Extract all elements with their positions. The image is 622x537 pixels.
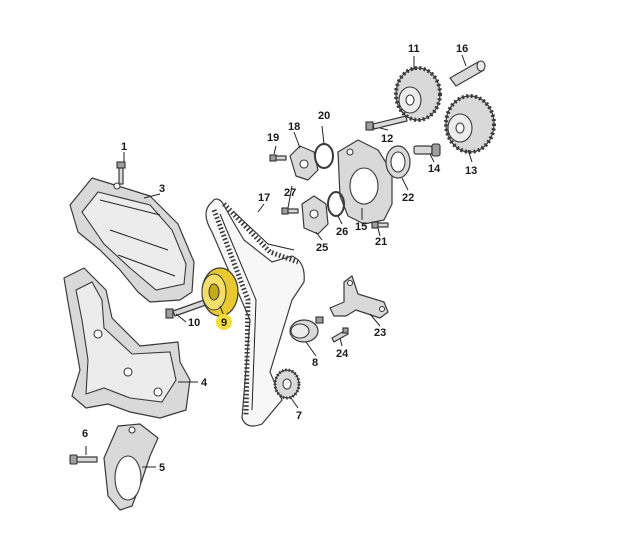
callout-12: 12 — [381, 133, 393, 145]
callout-13: 13 — [465, 165, 477, 177]
tensioner-roller — [201, 267, 239, 317]
callout-26: 26 — [336, 226, 348, 238]
o-ring-20 — [314, 143, 334, 169]
callout-17: 17 — [258, 192, 270, 204]
callout-23: 23 — [374, 327, 386, 339]
callout-25: 25 — [316, 242, 328, 254]
callout-4: 4 — [201, 377, 208, 389]
callout-8: 8 — [312, 357, 318, 369]
callout-labels: 3 1 4 5 6 7 8 9 10 11 12 13 14 15 16 17 … — [82, 43, 477, 474]
bolt-19 — [269, 154, 287, 162]
dowel-pin — [449, 60, 486, 87]
tensioner-bracket — [329, 275, 389, 319]
oil-seal-22 — [385, 145, 411, 179]
callout-7: 7 — [296, 410, 302, 422]
callout-1: 3 — [159, 183, 165, 195]
lower-timing-cover — [63, 267, 191, 419]
bolt-12 — [365, 115, 408, 131]
callout-10: 10 — [188, 317, 200, 329]
idler-roller — [289, 316, 324, 343]
callout-19: 19 — [267, 132, 279, 144]
callout-9: 9 — [221, 317, 227, 329]
callout-3: 1 — [121, 141, 127, 153]
bolt-10 — [165, 299, 207, 319]
crank-cover-ring — [103, 423, 159, 511]
bolt-6 — [69, 454, 98, 465]
callout-27: 27 — [284, 187, 296, 199]
bolt-14 — [413, 143, 441, 157]
bolt-3 — [116, 161, 126, 185]
callout-22: 22 — [402, 192, 414, 204]
bolt-27 — [281, 207, 299, 215]
timing-belt — [205, 198, 305, 427]
hall-sender — [301, 195, 329, 235]
cover-cap-18 — [289, 145, 319, 181]
bolt-21 — [371, 221, 389, 229]
bolt-24 — [331, 327, 349, 343]
seal-ring-26 — [327, 191, 345, 217]
callout-14: 14 — [428, 163, 441, 175]
callout-11: 11 — [408, 43, 420, 55]
upper-timing-cover — [69, 177, 195, 303]
crankshaft-sprocket — [273, 368, 301, 400]
camshaft-sprocket-13 — [444, 94, 496, 154]
callout-24: 24 — [336, 348, 349, 360]
callout-6: 6 — [82, 428, 88, 440]
camshaft-housing — [337, 139, 393, 225]
callout-15: 15 — [355, 221, 367, 233]
callout-20: 20 — [318, 110, 330, 122]
callout-16: 16 — [456, 43, 468, 55]
callout-5: 5 — [159, 462, 165, 474]
callout-21: 21 — [375, 236, 387, 248]
leader-lines — [85, 54, 473, 468]
callout-18: 18 — [288, 121, 300, 133]
camshaft-sprocket-11 — [394, 66, 442, 122]
callout-9-highlight — [216, 314, 232, 330]
